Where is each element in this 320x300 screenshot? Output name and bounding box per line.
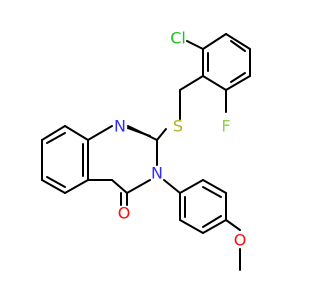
bond [46,132,66,144]
atom-label-o-methoxy: O [234,231,247,250]
atom-label-f: F [221,117,230,136]
bond [64,125,89,141]
bond [126,179,151,194]
bond [179,179,204,194]
bond [163,179,181,194]
bond [202,219,227,234]
bond [87,125,113,141]
bond [202,186,222,198]
bond [179,219,204,234]
bond [179,75,204,91]
bond [111,179,128,194]
bond [225,219,241,231]
bond [41,125,66,141]
bond [202,179,227,194]
atom-label-n3: N [151,164,163,183]
atom-labels: Cl S F N N O O [114,29,246,250]
bond [156,128,167,141]
atom-label-cl: Cl [170,29,186,48]
bond [41,179,66,194]
bond [202,75,227,91]
bond [64,179,89,194]
atom-label-n1: N [114,117,126,136]
bond [202,215,222,228]
bond [225,75,251,91]
bond [225,33,251,50]
bond [46,176,66,188]
bond [230,40,246,52]
atom-label-s: S [173,117,183,136]
bond [230,72,246,83]
bonds [41,33,251,271]
bond [202,33,227,50]
atom-label-o-carbonyl: O [118,204,131,223]
molecule-structure: Cl S F N N O O [41,29,251,271]
bond [127,127,151,137]
bond [186,40,204,50]
